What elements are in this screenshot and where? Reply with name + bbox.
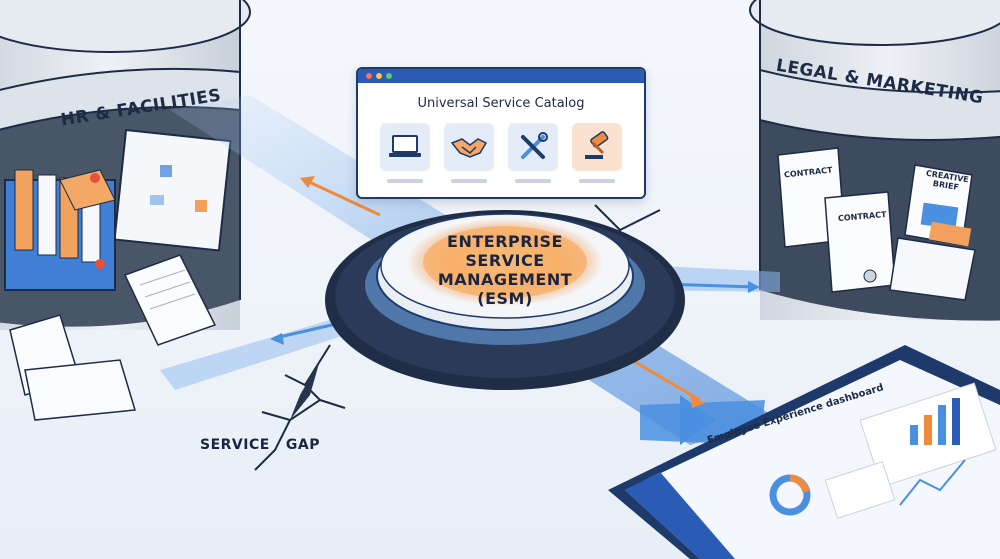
tile-bar-3 xyxy=(515,179,551,183)
esm-label-line4: (ESM) xyxy=(477,289,533,308)
catalog-title: Universal Service Catalog xyxy=(417,96,585,111)
loose-papers xyxy=(9,254,217,421)
catalog-titlebar xyxy=(358,69,644,83)
gavel-icon xyxy=(585,131,609,159)
contract-documents xyxy=(777,147,976,301)
handshake-icon xyxy=(450,138,488,158)
hr-facilities-silo xyxy=(0,0,251,421)
catalog-tile-tools[interactable] xyxy=(508,123,558,171)
catalog-tile-laptop[interactable] xyxy=(380,123,430,171)
employee-experience-dashboard xyxy=(608,345,1000,559)
crack-fill-left xyxy=(290,360,320,420)
esm-label-line2: SERVICE xyxy=(465,251,545,270)
tile-bar-1 xyxy=(387,179,423,183)
whiteboard xyxy=(113,128,232,252)
catalog-tile-handshake[interactable] xyxy=(444,123,494,171)
catalog-tile-gavel[interactable] xyxy=(572,123,622,171)
service-gap-label: SERVICE GAP xyxy=(200,437,321,453)
window-maximize-dot[interactable] xyxy=(386,73,392,79)
universal-service-catalog-window[interactable]: Universal Service Catalog xyxy=(356,67,646,199)
window-minimize-dot[interactable] xyxy=(376,73,382,79)
window-close-dot[interactable] xyxy=(366,73,372,79)
legal-marketing-silo xyxy=(749,0,1000,321)
arrow-head-right xyxy=(690,395,705,408)
esm-hub xyxy=(325,210,685,390)
tile-bar-2 xyxy=(451,179,487,183)
arrow-head-left xyxy=(300,176,315,188)
arrow-head-blue-right xyxy=(748,281,760,293)
esm-label-line3: MANAGEMENT xyxy=(437,270,573,289)
tools-icon xyxy=(521,132,548,159)
esm-label-line1: ENTERPRISE xyxy=(447,232,563,251)
tile-bar-4 xyxy=(579,179,615,183)
esm-hub-label: ENTERPRISE SERVICE MANAGEMENT (ESM) xyxy=(420,232,590,308)
filing-box xyxy=(4,169,116,291)
arrow-head-blue-left xyxy=(270,333,284,345)
laptop-icon xyxy=(389,135,421,157)
